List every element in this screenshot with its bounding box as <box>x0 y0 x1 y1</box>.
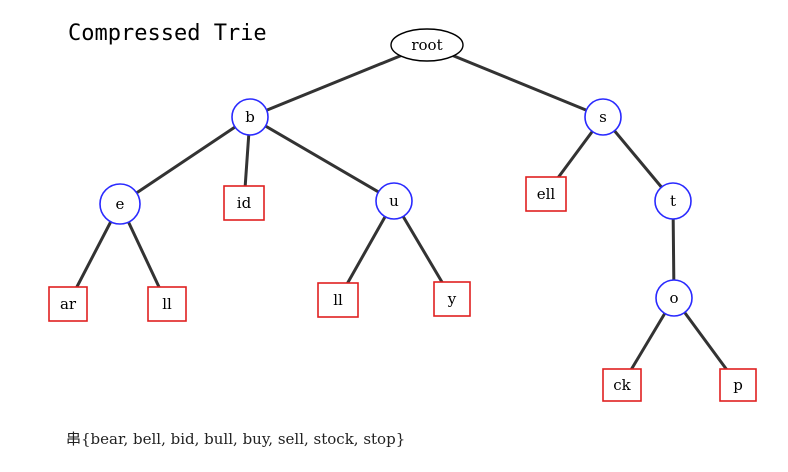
root-node: root <box>390 28 464 62</box>
node-shape <box>231 98 269 136</box>
node-shape <box>654 182 692 220</box>
node-shape <box>433 281 471 317</box>
node-label: y <box>447 290 457 308</box>
node-shape <box>525 176 567 212</box>
node-label: ll <box>162 295 172 313</box>
node-label: e <box>116 195 125 213</box>
inner-node-u: u <box>375 182 413 220</box>
node-shape <box>655 279 693 317</box>
node-label: ll <box>333 291 343 309</box>
edge-b-u <box>248 115 396 203</box>
node-shape <box>375 182 413 220</box>
node-shape <box>147 286 187 322</box>
edge-root-b <box>248 43 429 119</box>
node-label: p <box>733 376 743 394</box>
leaf-node-ell: ell <box>525 176 567 212</box>
edge-root-s <box>425 43 605 119</box>
node-label: ell <box>537 185 556 203</box>
node-label: root <box>411 36 442 54</box>
diagram-title: Compressed Trie <box>68 21 267 46</box>
inner-node-s: s <box>584 98 622 136</box>
inner-node-o: o <box>655 279 693 317</box>
node-label: ck <box>613 376 631 394</box>
node-label: b <box>245 108 255 126</box>
node-shape <box>223 185 265 221</box>
node-shape <box>48 286 88 322</box>
leaf-node-id: id <box>223 185 265 221</box>
node-label: id <box>237 194 252 212</box>
node-shape <box>390 28 464 62</box>
leaf-node-p: p <box>719 368 757 402</box>
node-shape <box>99 183 141 225</box>
node-label: t <box>670 192 676 210</box>
node-shape <box>584 98 622 136</box>
node-shape <box>719 368 757 402</box>
string-set-caption: 串{bear, bell, bid, bull, buy, sell, stoc… <box>66 430 405 448</box>
leaf-node-ar: ar <box>48 286 88 322</box>
nodes-layer: root b s e id u ell t ar ll ll y o ck p <box>48 28 757 402</box>
node-label: s <box>599 108 607 126</box>
node-shape <box>317 282 359 318</box>
node-label: o <box>669 289 678 307</box>
node-label: u <box>389 192 399 210</box>
inner-node-e: e <box>99 183 141 225</box>
node-shape <box>602 368 642 402</box>
inner-node-b: b <box>231 98 269 136</box>
leaf-node-e_ll: ll <box>147 286 187 322</box>
leaf-node-ck: ck <box>602 368 642 402</box>
node-label: ar <box>60 295 77 313</box>
edge-b-e <box>118 115 252 206</box>
leaf-node-u_ll: ll <box>317 282 359 318</box>
inner-node-t: t <box>654 182 692 220</box>
leaf-node-y: y <box>433 281 471 317</box>
